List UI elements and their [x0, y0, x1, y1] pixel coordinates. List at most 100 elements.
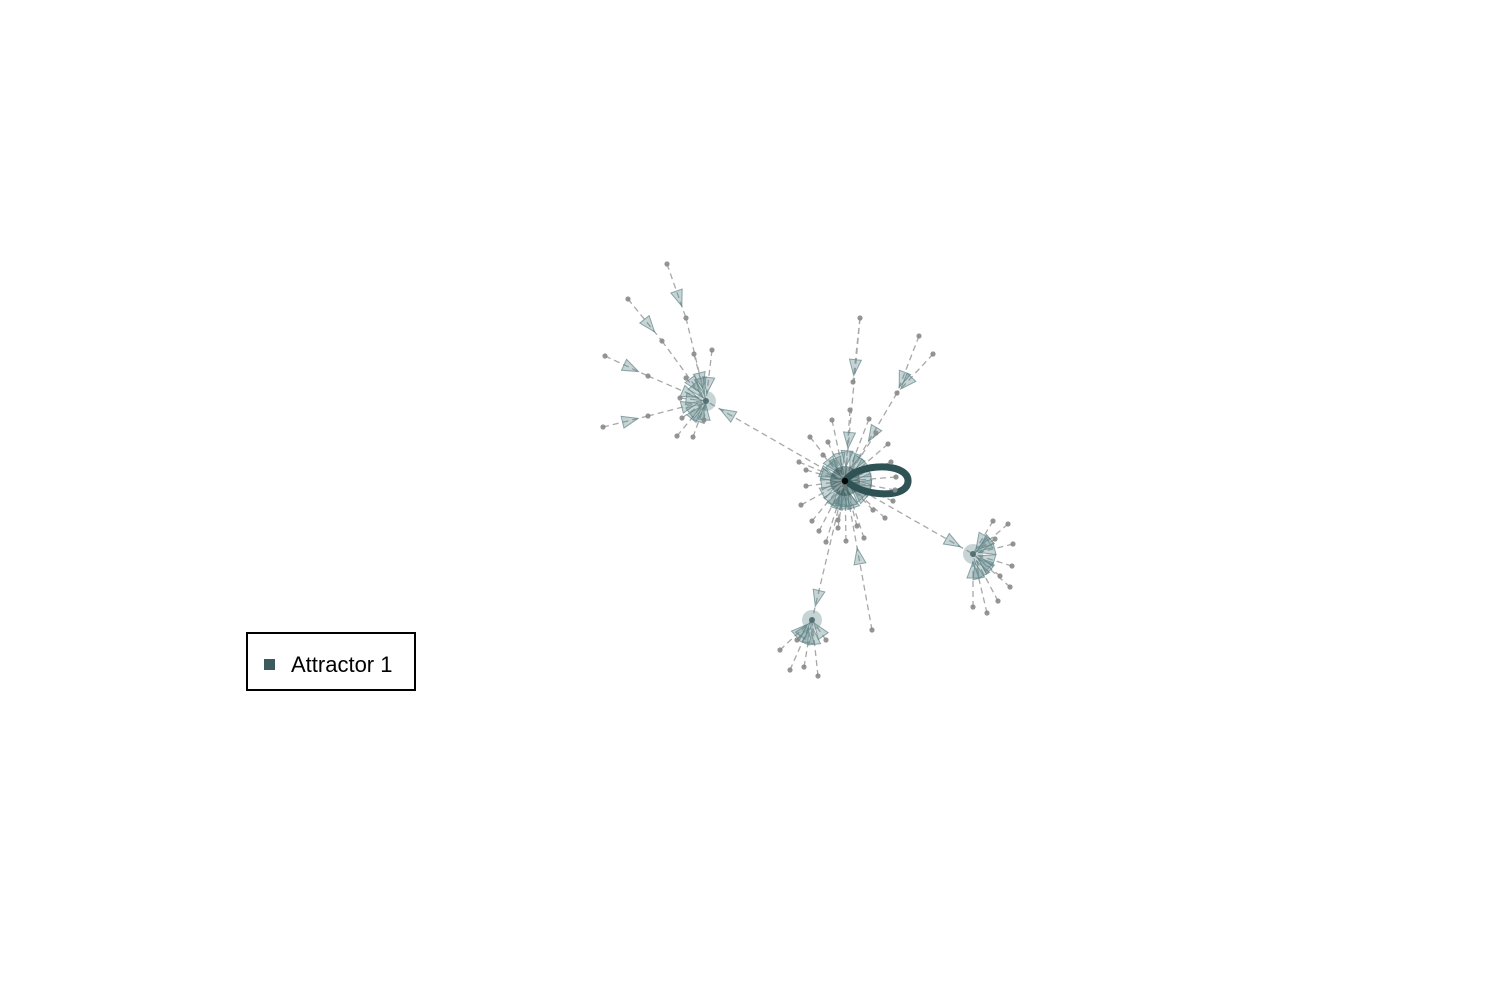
state-node — [893, 474, 899, 480]
transition-arrowhead — [790, 623, 809, 641]
state-node — [861, 535, 867, 541]
state-node — [645, 373, 651, 379]
state-node — [894, 390, 900, 396]
transition-arrowhead — [899, 372, 917, 391]
transition-edge — [822, 454, 846, 482]
state-node — [659, 338, 665, 344]
state-node — [815, 673, 821, 679]
state-node — [807, 434, 813, 440]
transition-arrowhead — [966, 560, 980, 579]
transition-arrowhead — [620, 415, 640, 429]
state-node — [691, 351, 697, 357]
state-node — [679, 415, 685, 421]
state-node — [816, 528, 822, 534]
state-node — [984, 610, 990, 616]
state-node — [847, 407, 853, 413]
transition-arrowhead — [638, 314, 656, 333]
transition-edge — [844, 480, 873, 631]
transition-edge — [705, 400, 846, 482]
transition-arrowhead — [975, 536, 994, 553]
transition-arrowhead — [813, 621, 830, 641]
transition-arrowhead — [794, 621, 811, 641]
state-nodes — [600, 261, 1016, 679]
state-node — [602, 353, 608, 359]
transition-arrowhead — [853, 472, 873, 486]
state-node — [835, 517, 841, 523]
state-node — [995, 598, 1001, 604]
state-node — [683, 315, 689, 321]
state-node — [1007, 584, 1013, 590]
legend-swatch-attractor-1 — [264, 659, 275, 670]
transition-arrowhead — [718, 408, 738, 424]
transition-arrowhead — [692, 370, 706, 390]
transition-edge — [627, 298, 663, 342]
state-node — [625, 296, 631, 302]
transition-arrowhead — [818, 485, 838, 500]
state-node — [970, 551, 976, 557]
state-node — [701, 417, 707, 423]
state-node — [787, 667, 793, 673]
transition-edge — [602, 415, 649, 428]
state-node — [916, 333, 922, 339]
state-node — [1005, 521, 1011, 527]
state-node — [796, 459, 802, 465]
transition-edge — [779, 619, 813, 651]
state-node — [794, 637, 800, 643]
transition-edge — [896, 353, 934, 394]
state-node — [930, 351, 936, 357]
state-node — [873, 430, 879, 436]
state-node — [1010, 541, 1016, 547]
state-node — [645, 413, 651, 419]
state-node — [803, 467, 809, 473]
state-node — [882, 515, 888, 521]
state-node — [677, 395, 683, 401]
state-node — [829, 417, 835, 423]
state-node — [892, 487, 898, 493]
state-node — [809, 518, 815, 524]
state-node — [690, 434, 696, 440]
state-node — [809, 617, 815, 623]
state-node — [777, 647, 783, 653]
state-node — [890, 498, 896, 504]
state-node — [801, 664, 807, 670]
state-node — [798, 502, 804, 508]
transition-arrowhead — [812, 588, 826, 608]
transition-edge — [844, 317, 861, 482]
transition-edge — [972, 553, 1001, 577]
state-node — [854, 523, 860, 529]
state-node — [990, 518, 996, 524]
transition-arrowhead — [853, 546, 867, 566]
state-node — [970, 604, 976, 610]
state-node — [835, 525, 841, 531]
transition-arrowhead — [684, 374, 701, 394]
state-node — [803, 483, 809, 489]
state-node — [600, 424, 606, 430]
state-node — [866, 416, 872, 422]
transition-arrowheads — [620, 288, 997, 646]
state-node — [703, 398, 709, 404]
transition-arrowhead — [670, 288, 683, 308]
transition-edge — [604, 355, 649, 377]
state-node — [885, 441, 891, 447]
state-node — [841, 477, 849, 485]
transition-arrowhead — [975, 556, 995, 573]
state-node — [997, 573, 1003, 579]
transition-arrowhead — [847, 491, 861, 511]
state-node — [850, 379, 856, 385]
attractor-loop — [841, 463, 912, 498]
state-node — [992, 536, 998, 542]
state-node — [857, 315, 863, 321]
attractor-self-loop — [696, 391, 983, 630]
transition-arrowhead — [848, 358, 863, 378]
state-node — [869, 627, 875, 633]
transition-arrowhead — [620, 358, 640, 373]
transition-arrowhead — [679, 384, 699, 398]
state-node — [820, 452, 826, 458]
state-node — [870, 507, 876, 513]
legend: Attractor 1 — [246, 632, 416, 691]
transition-arrowhead — [807, 626, 822, 646]
state-node — [823, 637, 829, 643]
state-node — [825, 439, 831, 445]
state-node — [823, 539, 829, 545]
